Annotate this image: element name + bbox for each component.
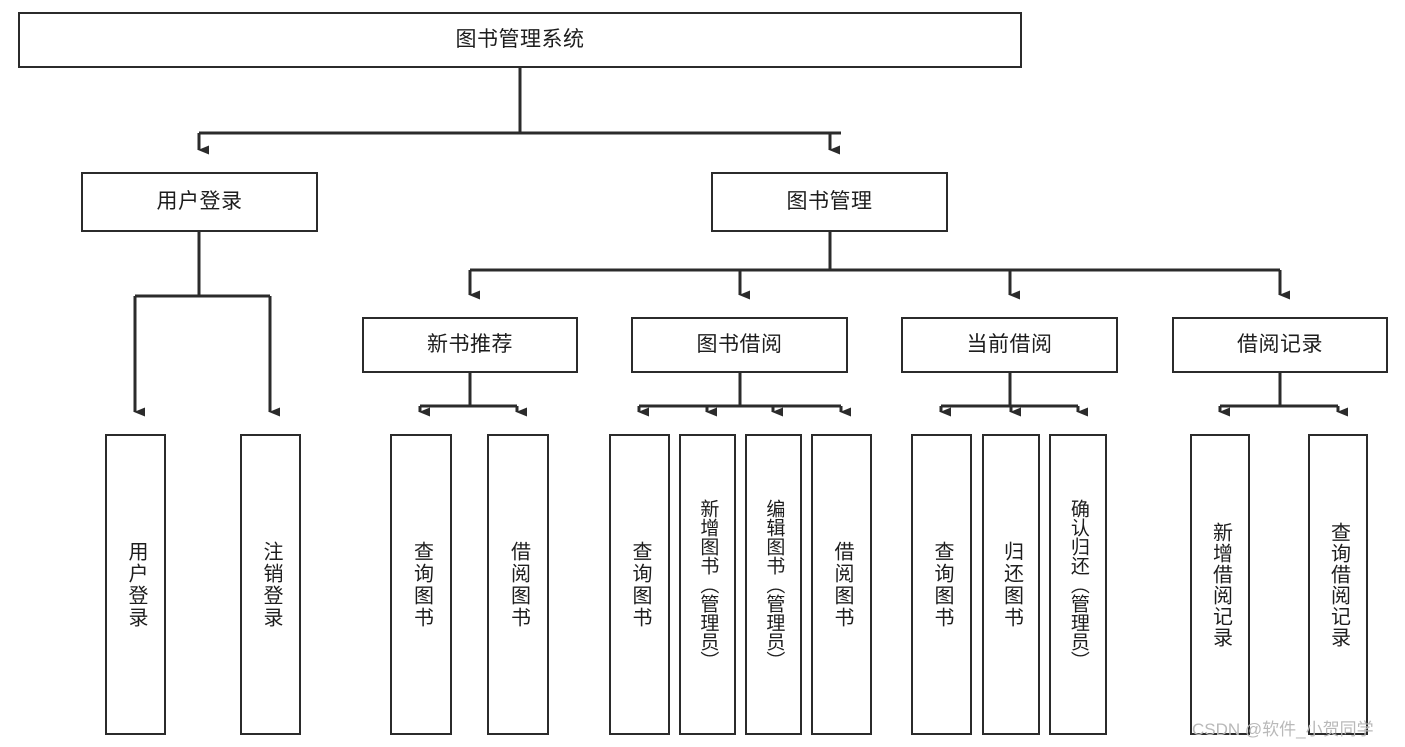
node-new-book-recommend-label: 新书推荐 bbox=[427, 333, 513, 357]
node-root-label: 图书管理系统 bbox=[455, 28, 585, 52]
node-leaf-edit-book-label: 编辑图书（管理员） bbox=[763, 499, 785, 670]
node-leaf-return-book-label: 归还图书 bbox=[1000, 540, 1023, 629]
node-book-borrow-label: 图书借阅 bbox=[696, 333, 783, 357]
node-leaf-query-record[interactable]: 查询借阅记录 bbox=[1308, 434, 1368, 735]
node-leaf-query-book-2[interactable]: 查询图书 bbox=[609, 434, 670, 735]
node-leaf-borrow-book-1-label: 借阅图书 bbox=[507, 540, 530, 629]
node-user-login-label: 用户登录 bbox=[156, 190, 243, 214]
node-leaf-borrow-book-1[interactable]: 借阅图书 bbox=[487, 434, 549, 735]
node-root[interactable]: 图书管理系统 bbox=[18, 12, 1022, 68]
node-leaf-add-book-label: 新增图书（管理员） bbox=[697, 499, 719, 670]
node-leaf-logout-label: 注销登录 bbox=[260, 540, 282, 629]
node-leaf-borrow-book-2[interactable]: 借阅图书 bbox=[811, 434, 872, 735]
node-new-book-recommend[interactable]: 新书推荐 bbox=[362, 317, 578, 373]
node-user-login[interactable]: 用户登录 bbox=[81, 172, 318, 232]
node-leaf-confirm-return[interactable]: 确认归还（管理员） bbox=[1049, 434, 1107, 735]
node-book-manage[interactable]: 图书管理 bbox=[711, 172, 948, 232]
node-leaf-borrow-book-2-label: 借阅图书 bbox=[831, 540, 853, 629]
node-leaf-query-book-1-label: 查询图书 bbox=[410, 540, 433, 629]
node-leaf-query-book-3[interactable]: 查询图书 bbox=[911, 434, 972, 735]
node-leaf-logout[interactable]: 注销登录 bbox=[240, 434, 301, 735]
node-book-borrow[interactable]: 图书借阅 bbox=[631, 317, 848, 373]
node-book-manage-label: 图书管理 bbox=[786, 190, 873, 214]
node-borrow-record-label: 借阅记录 bbox=[1237, 333, 1323, 357]
node-leaf-query-record-label: 查询借阅记录 bbox=[1327, 521, 1350, 648]
node-leaf-add-record-label: 新增借阅记录 bbox=[1209, 521, 1232, 648]
node-leaf-query-book-2-label: 查询图书 bbox=[629, 540, 651, 629]
node-leaf-user-login-label: 用户登录 bbox=[125, 540, 147, 629]
node-leaf-add-book[interactable]: 新增图书（管理员） bbox=[679, 434, 736, 735]
node-borrow-record[interactable]: 借阅记录 bbox=[1172, 317, 1388, 373]
node-current-borrow[interactable]: 当前借阅 bbox=[901, 317, 1118, 373]
node-leaf-confirm-return-label: 确认归还（管理员） bbox=[1067, 499, 1089, 670]
node-leaf-return-book[interactable]: 归还图书 bbox=[982, 434, 1040, 735]
node-leaf-add-record[interactable]: 新增借阅记录 bbox=[1190, 434, 1250, 735]
node-leaf-query-book-3-label: 查询图书 bbox=[931, 540, 953, 629]
node-current-borrow-label: 当前借阅 bbox=[966, 333, 1053, 357]
node-leaf-user-login[interactable]: 用户登录 bbox=[105, 434, 166, 735]
node-leaf-edit-book[interactable]: 编辑图书（管理员） bbox=[745, 434, 802, 735]
node-leaf-query-book-1[interactable]: 查询图书 bbox=[390, 434, 452, 735]
